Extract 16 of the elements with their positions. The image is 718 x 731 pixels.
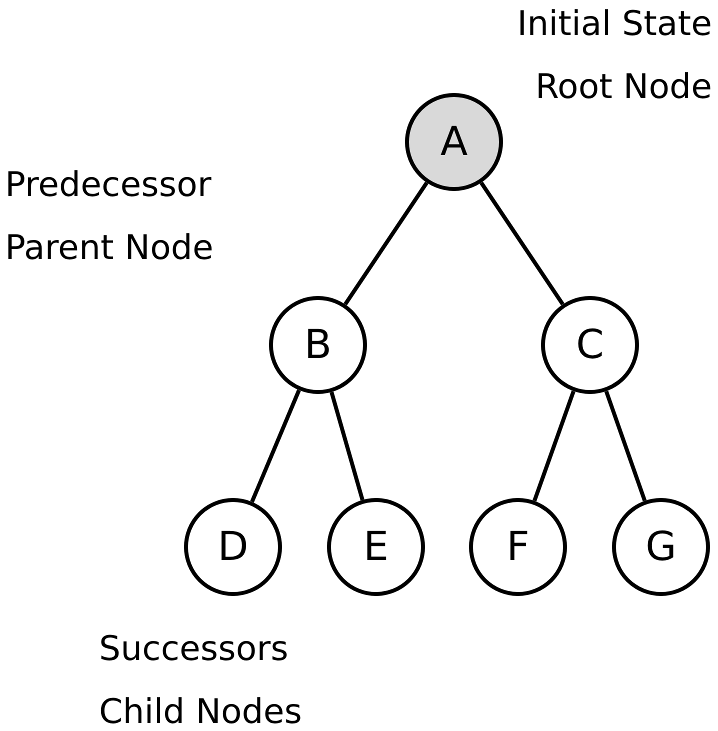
annotation-text: Successors: [99, 628, 288, 671]
node-letter: E: [363, 527, 389, 567]
annotation-text: Parent Node: [5, 227, 214, 270]
connector-line: [330, 392, 364, 500]
annotation-text: Predecessor: [5, 164, 212, 207]
node-letter: F: [506, 527, 530, 567]
annotation-text: Initial State: [517, 3, 712, 46]
connector-line: [480, 182, 564, 306]
node-letter: A: [440, 122, 468, 162]
node-letter: B: [304, 325, 332, 365]
node-letter: G: [646, 527, 676, 567]
node-letter: C: [576, 325, 604, 365]
node-letter: D: [218, 527, 248, 567]
annotation-text: Child Nodes: [99, 691, 302, 731]
connector-line: [344, 182, 428, 306]
annotation-text: Root Node: [535, 66, 712, 109]
